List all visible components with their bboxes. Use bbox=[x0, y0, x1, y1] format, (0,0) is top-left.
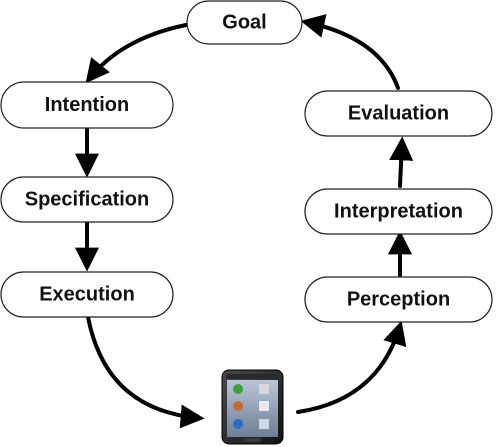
node-evaluation-label: Evaluation bbox=[348, 103, 449, 125]
node-goal-label: Goal bbox=[222, 12, 266, 34]
app-icon bbox=[259, 419, 269, 429]
node-specification: Specification bbox=[0, 176, 174, 223]
node-goal: Goal bbox=[186, 0, 303, 45]
node-evaluation: Evaluation bbox=[304, 90, 493, 137]
node-perception-label: Perception bbox=[347, 289, 450, 311]
edge-device-to-perception bbox=[296, 320, 407, 414]
node-intention: Intention bbox=[0, 81, 174, 129]
app-icon bbox=[259, 384, 269, 394]
edge-execution-to-device bbox=[86, 315, 205, 429]
app-icon bbox=[233, 419, 243, 429]
app-icon bbox=[259, 401, 269, 411]
node-intention-label: Intention bbox=[45, 94, 129, 116]
node-perception: Perception bbox=[304, 276, 493, 323]
edge-interpretation-to-evaluation bbox=[389, 136, 414, 188]
edge-evaluation-to-goal bbox=[300, 14, 400, 90]
node-interpretation-label: Interpretation bbox=[334, 201, 463, 223]
node-specification-label: Specification bbox=[25, 189, 149, 211]
node-interpretation: Interpretation bbox=[304, 188, 493, 235]
app-icon bbox=[233, 401, 243, 411]
edge-goal-to-intention bbox=[85, 23, 188, 84]
smartphone-icon bbox=[221, 369, 284, 445]
node-execution-label: Execution bbox=[39, 284, 135, 306]
app-icon bbox=[233, 384, 243, 394]
node-execution: Execution bbox=[0, 271, 174, 318]
